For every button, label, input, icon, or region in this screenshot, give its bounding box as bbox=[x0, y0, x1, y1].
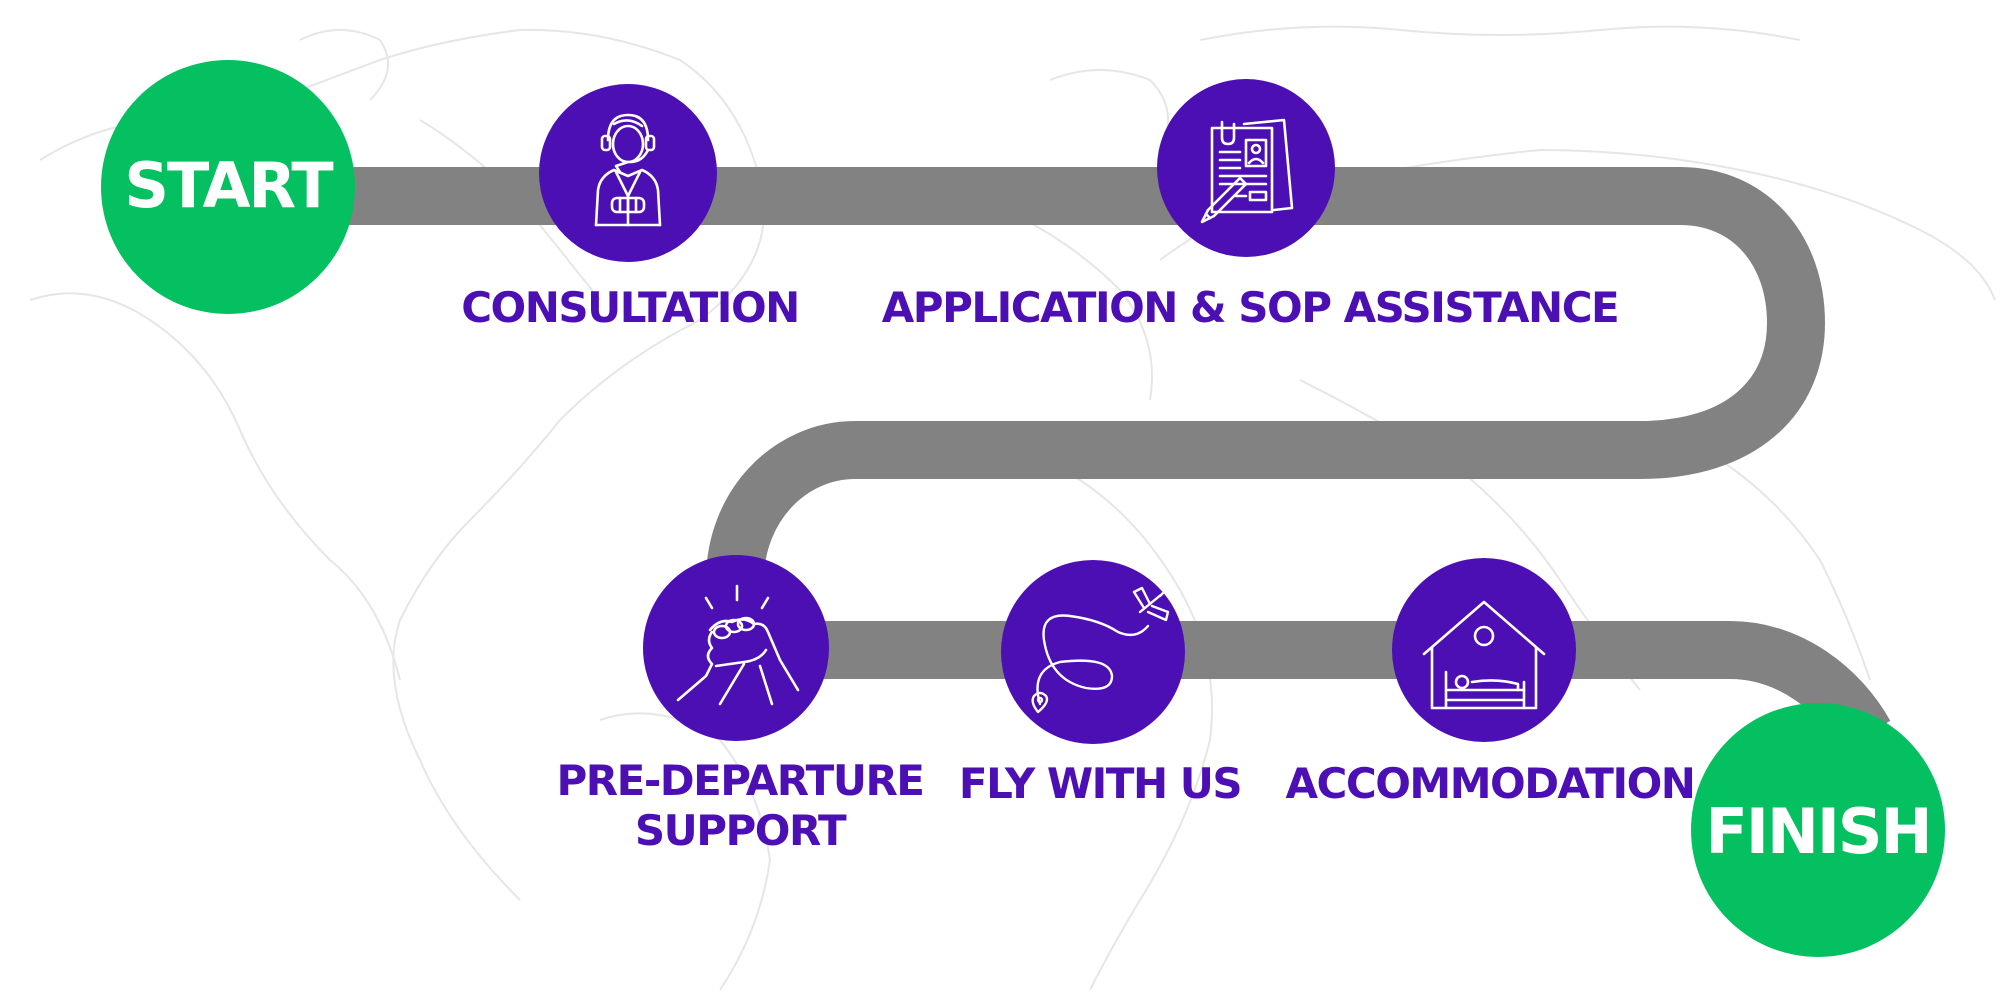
consultant-headset-icon bbox=[594, 113, 662, 227]
step-label-consultation: CONSULTATION bbox=[461, 283, 800, 332]
step-circle bbox=[539, 84, 717, 262]
step-circle bbox=[643, 555, 829, 741]
step-accommodation bbox=[1392, 558, 1576, 742]
house-bed-icon bbox=[1422, 600, 1546, 710]
document-pen-icon bbox=[1200, 118, 1294, 224]
finish-circle bbox=[1691, 703, 1945, 957]
step-fly bbox=[1001, 560, 1185, 744]
step-pre-departure bbox=[643, 555, 829, 741]
step-consultation bbox=[539, 84, 717, 262]
handshake-icon bbox=[676, 584, 800, 706]
finish-label: FINISH bbox=[1706, 795, 1931, 868]
step-label-pre-departure: PRE-DEPARTURE SUPPORT bbox=[540, 756, 940, 856]
start-circle bbox=[101, 60, 355, 314]
airplane-route-icon bbox=[1031, 586, 1170, 714]
step-label-fly: FLY WITH US bbox=[958, 759, 1243, 808]
start-node: START bbox=[101, 60, 355, 314]
step-label-line: SUPPORT bbox=[634, 806, 847, 855]
finish-node: FINISH bbox=[1691, 703, 1945, 957]
step-label-application: APPLICATION & SOP ASSISTANCE bbox=[881, 283, 1620, 332]
step-label-line: PRE-DEPARTURE bbox=[556, 756, 925, 805]
step-circle bbox=[1157, 79, 1335, 257]
step-circle bbox=[1001, 560, 1185, 744]
journey-road-path bbox=[230, 167, 1891, 750]
start-label: START bbox=[124, 149, 333, 222]
step-application bbox=[1157, 79, 1335, 257]
step-circle bbox=[1392, 558, 1576, 742]
step-label-accommodation: ACCOMMODATION bbox=[1285, 759, 1696, 808]
